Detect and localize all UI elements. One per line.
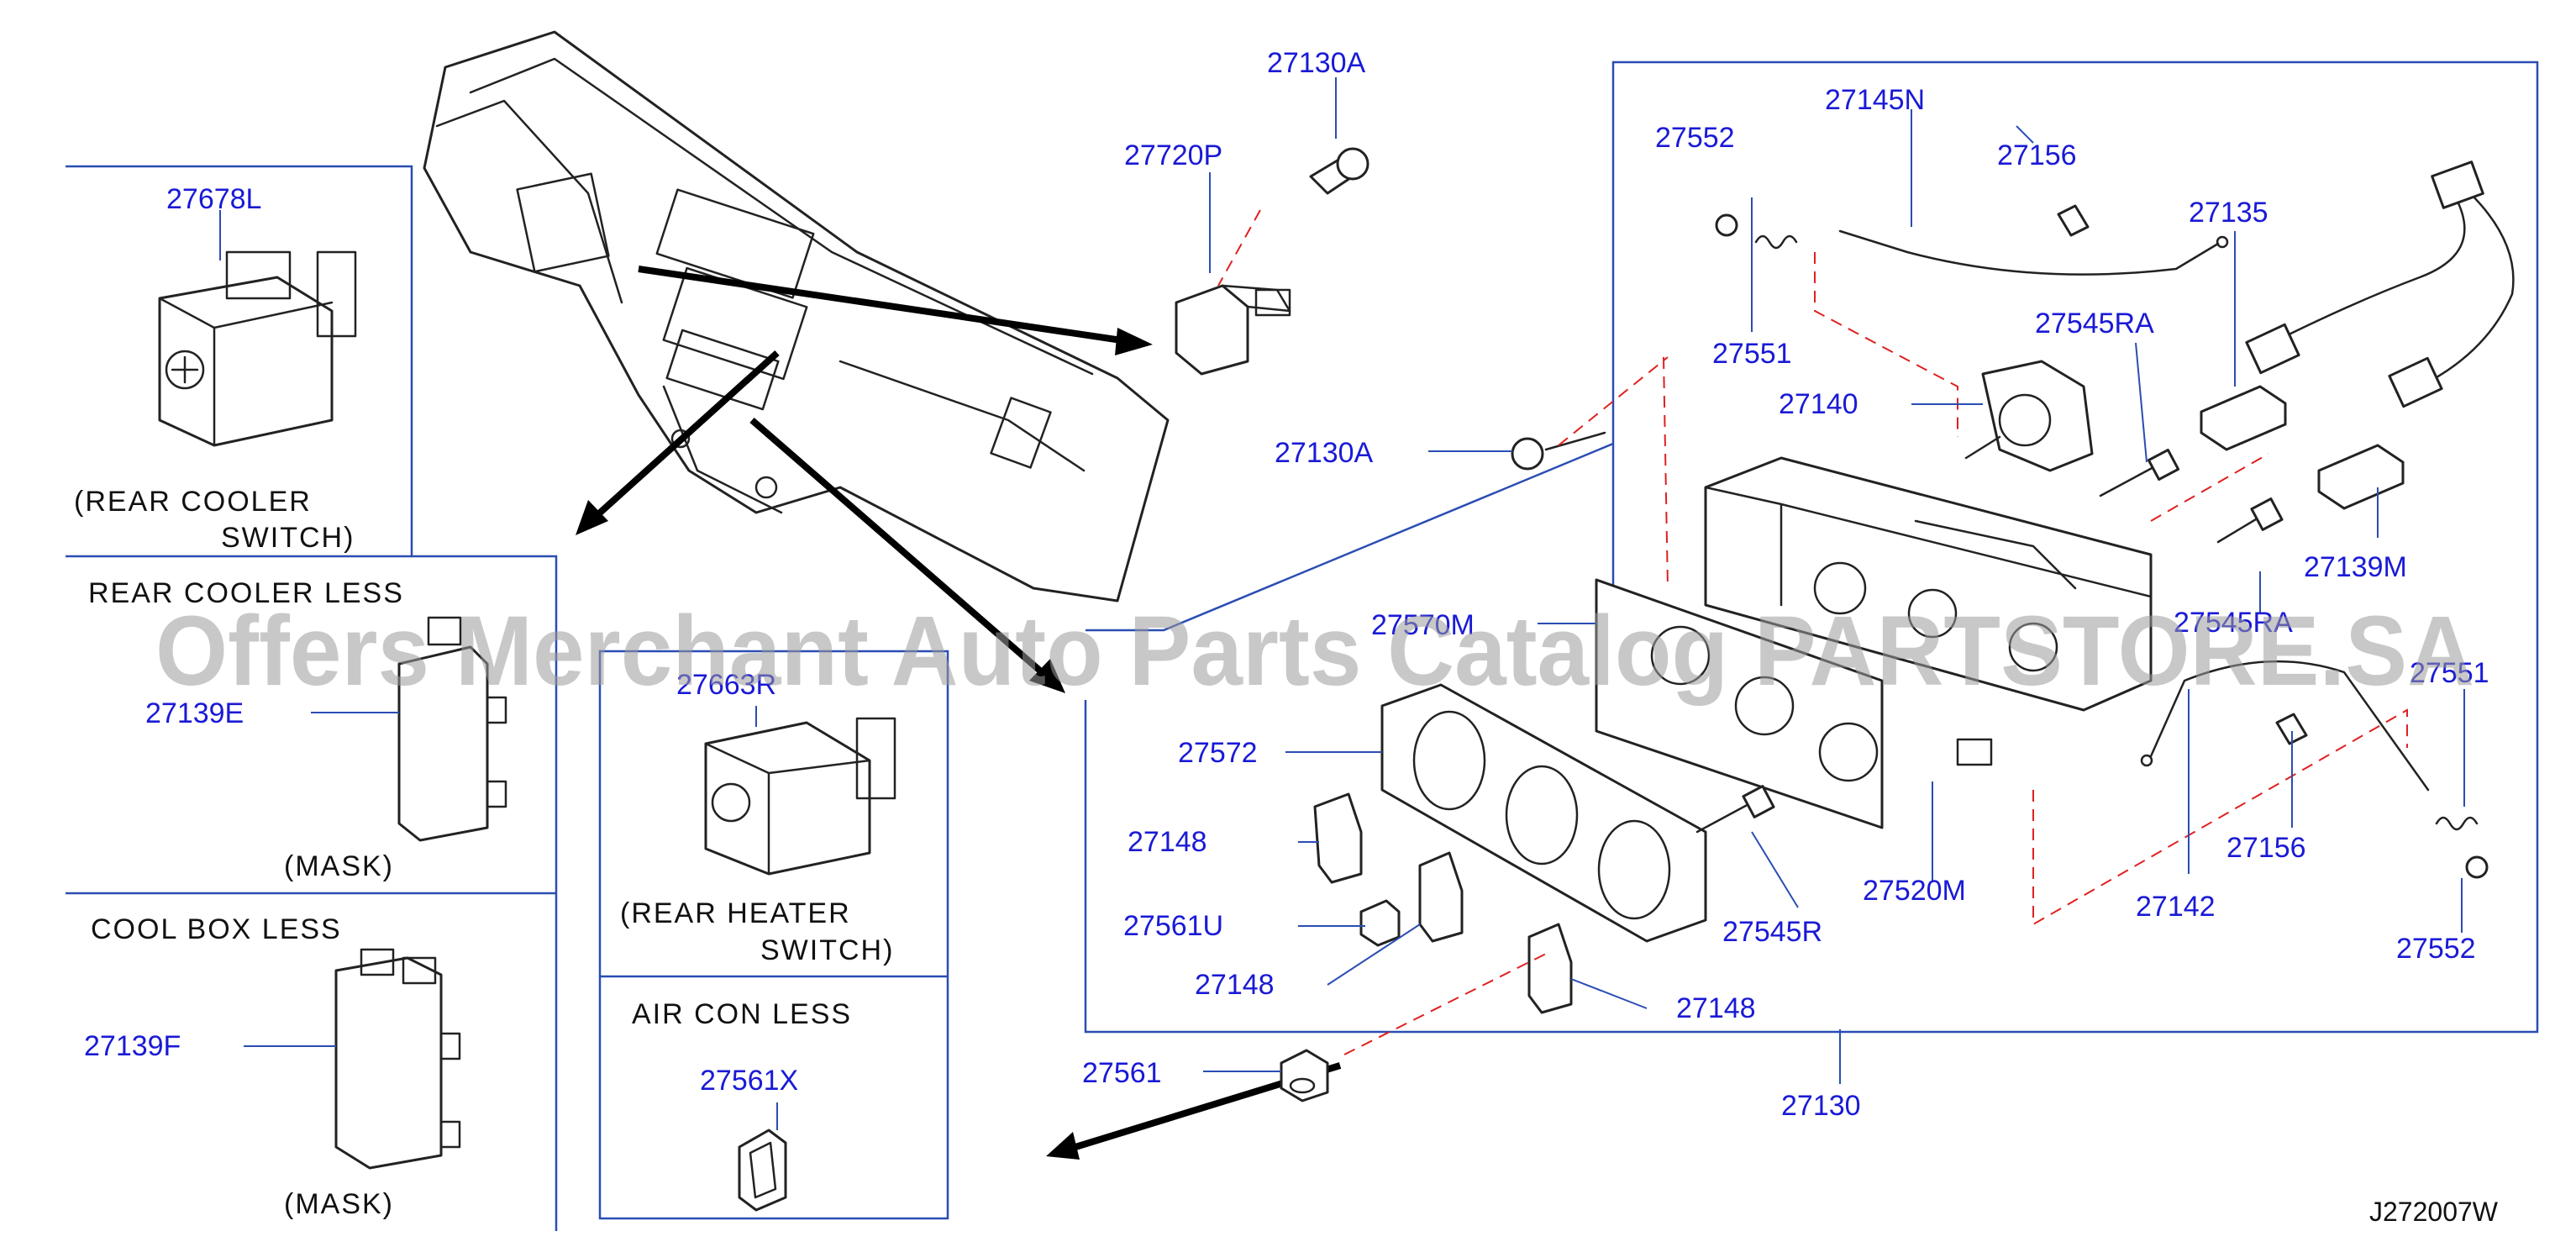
caption-rear-heater: (REAR HEATER <box>620 897 851 929</box>
screw-top-drawing <box>1309 147 1369 195</box>
label-27545ra-top: 27545RA <box>2035 308 2154 339</box>
label-27135: 27135 <box>2189 197 2268 229</box>
label-27148-c: 27148 <box>1676 992 1756 1024</box>
rear-heater-switch-drawing <box>704 717 896 876</box>
caption-mask-e: (MASK) <box>284 850 394 882</box>
rear-cooler-switch-drawing <box>158 250 357 447</box>
label-27148-a: 27148 <box>1128 826 1207 858</box>
diagram-code: J272007W <box>2369 1197 2499 1227</box>
watermark: Offers Merchant Auto Parts Catalog PARTS… <box>155 596 2474 707</box>
title-cool-box-less: COOL BOX LESS <box>91 913 342 945</box>
assembly-dashed-lines <box>1343 252 2408 1055</box>
label-27551-top: 27551 <box>1712 338 1792 370</box>
label-27552-top: 27552 <box>1655 122 1735 154</box>
label-27551-low: 27551 <box>2410 657 2489 689</box>
knob-insert-27561-drawing <box>1280 1049 1329 1102</box>
label-27139m: 27139M <box>2304 551 2407 583</box>
caption-mask-f: (MASK) <box>284 1188 394 1220</box>
label-27520m: 27520M <box>1863 875 1966 907</box>
caption-switch: SWITCH) <box>221 522 355 554</box>
label-27130a: 27130A <box>1275 437 1374 469</box>
caption-switch-2: SWITCH) <box>760 934 894 966</box>
title-air-con-less: AIR CON LESS <box>632 998 852 1030</box>
label-27561: 27561 <box>1082 1057 1162 1089</box>
label-27570m: 27570M <box>1371 609 1475 641</box>
label-27130a-top: 27130A <box>1267 47 1366 79</box>
label-27561x: 27561X <box>700 1065 798 1097</box>
dashboard-illustration <box>423 30 1170 602</box>
plug-27561x-drawing <box>738 1129 787 1212</box>
panel-frames <box>66 61 2539 1231</box>
label-27561u: 27561U <box>1123 910 1223 942</box>
caption-rear-cooler: (REAR COOLER <box>74 486 312 518</box>
bracket-drawing <box>1175 284 1291 376</box>
label-27572: 27572 <box>1178 737 1258 769</box>
main-assembly-drawing <box>1313 160 2515 1014</box>
label-27139f: 27139F <box>84 1030 181 1062</box>
label-27145n: 27145N <box>1825 84 1925 116</box>
label-27148-b: 27148 <box>1195 969 1275 1001</box>
leader-lines <box>219 77 2465 1130</box>
label-27720p: 27720P <box>1124 139 1222 171</box>
location-arrows <box>576 266 1342 1160</box>
label-27140: 27140 <box>1779 388 1858 420</box>
label-27130: 27130 <box>1781 1090 1861 1122</box>
label-27139e: 27139E <box>145 697 244 729</box>
title-rear-cooler-less: REAR COOLER LESS <box>88 577 404 609</box>
label-27156-low: 27156 <box>2226 832 2306 864</box>
label-27156-top: 27156 <box>1997 139 2077 171</box>
label-27545r: 27545R <box>1722 916 1822 948</box>
label-27545ra-mid: 27545RA <box>2174 607 2293 639</box>
mask-e-drawing <box>397 616 507 842</box>
mask-f-drawing <box>334 948 461 1170</box>
label-27678l: 27678L <box>166 183 261 215</box>
label-27552-low: 27552 <box>2396 933 2476 965</box>
label-27663r: 27663R <box>676 669 776 701</box>
label-27142: 27142 <box>2136 891 2216 923</box>
